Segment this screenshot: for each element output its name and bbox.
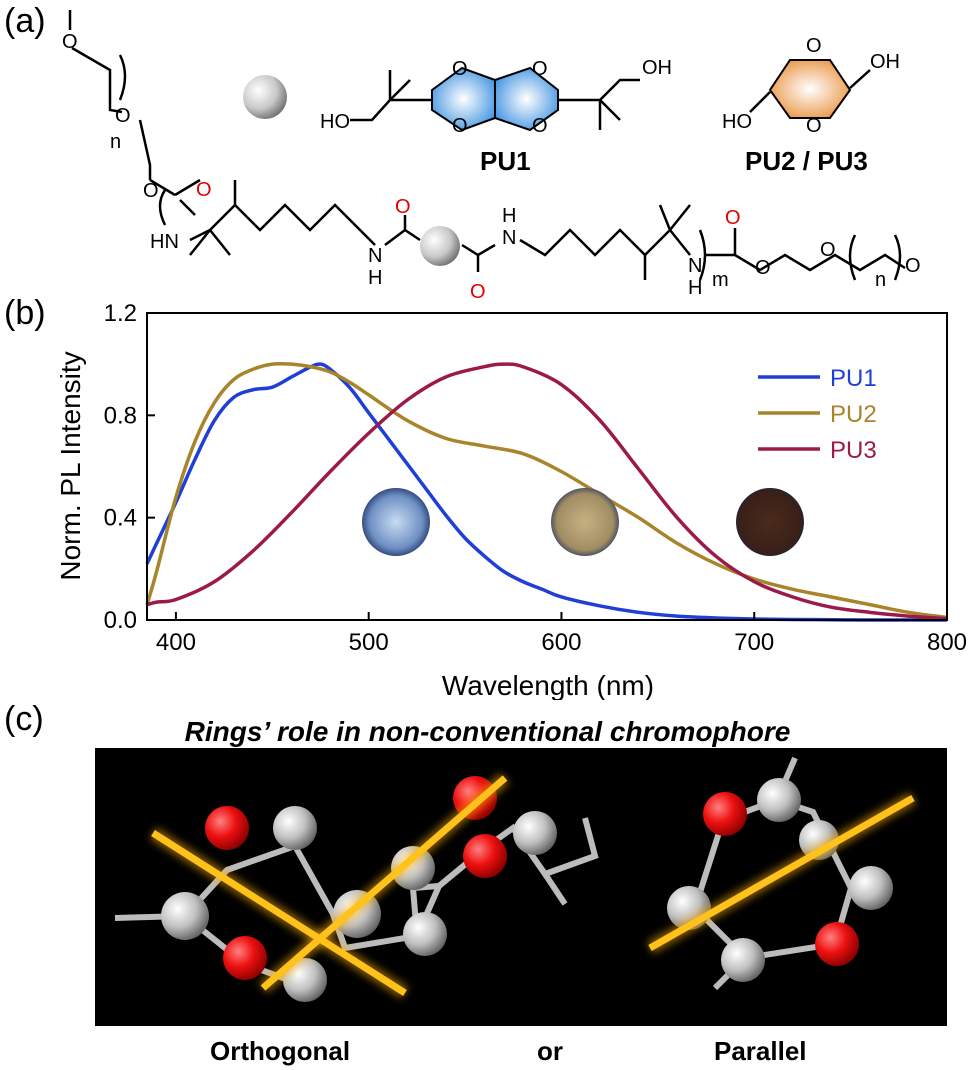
render-background [95,748,947,1026]
atom-o-terminal: O [905,255,921,277]
atom-n-peg: n [110,131,121,153]
panel-c-title: Rings’ role in non-conventional chromoph… [184,716,791,747]
orthogonal-plane-lines [149,772,510,999]
x-tick-label: 400 [156,629,196,656]
carbonyl-o-4: O [725,207,741,229]
pu2-pu3-structure: O O OH HO [722,35,900,137]
atom-hn: HN [150,231,179,253]
panel-a-structures: O O n O O O O O HO OH PU1 O O OH HO PU2 … [62,10,921,300]
series-line-pu2 [145,361,948,620]
pu1-o1: O [452,58,468,80]
pu2-oh: OH [870,51,900,73]
atom-o-peg1: O [62,31,78,53]
atom-n-3: N [688,255,702,277]
legend-label-pu3: PU3 [830,437,877,464]
atom-n-1: N [368,245,382,267]
parallel-plane-line [646,791,917,955]
y-tick-label: 0.8 [104,402,137,429]
carbonyl-o-2: O [395,196,411,218]
y-axis-title: Norm. PL Intensity [55,351,86,580]
carbonyl-o-3: O [470,281,486,300]
caption-orthogonal: Orthogonal [210,1036,351,1066]
pu1-o3: O [532,58,548,80]
series-line-pu3 [146,362,948,621]
y-tick-label: 1.2 [104,300,137,327]
atom-o-ester-left: O [143,180,159,202]
panel-label-b: (b) [4,294,46,332]
sphere-placeholder-icon [420,226,460,266]
pu3-powder-photo [736,488,804,556]
sphere-placeholder-icon [243,75,287,119]
pu1-o2: O [452,115,468,137]
legend-label-pu2: PU2 [830,401,877,428]
panel-label-a: (a) [4,2,46,40]
pu1-o4: O [532,115,548,137]
y-tick-label: 0.4 [104,505,137,532]
x-tick-label: 700 [734,629,774,656]
pu1-label: PU1 [480,146,531,176]
pu1-oh: OH [642,57,672,79]
legend-label-pu1: PU1 [830,365,877,392]
atom-h-1: H [368,267,382,289]
atom-o-peg-right: O [820,239,836,261]
pu1-structure: O O O O HO OH [320,57,672,137]
pu1-powder-photo [362,488,430,556]
carbonyl-o-1: O [196,179,212,201]
plot-frame [146,312,948,621]
atom-n-2: N [502,227,516,249]
caption-or: or [537,1036,563,1066]
x-tick-label: 500 [349,629,389,656]
y-tick-label: 0.0 [104,607,137,634]
series-line-pu1 [145,362,947,622]
peg-chain-left [68,10,176,226]
pu2-ho: HO [722,111,752,133]
x-tick-label: 600 [541,629,581,656]
polymer-backbone [174,178,906,281]
atom-o-peg2: O [115,105,131,127]
ring-orientation-render [95,748,947,1026]
x-tick-label: 800 [927,629,967,656]
pu2-o2: O [806,115,822,137]
caption-parallel: Parallel [714,1036,807,1066]
atom-o-ester-right: O [755,257,771,279]
pu2-powder-photo [551,488,619,556]
pu2-o1: O [806,35,822,57]
panel-label-c: (c) [4,700,44,738]
atom-n-peg-right: n [875,269,886,291]
pu1-ho: HO [320,111,350,133]
x-axis-title: Wavelength (nm) [442,670,654,700]
pu2-pu3-label: PU2 / PU3 [745,146,868,176]
atom-m: m [712,269,729,291]
atom-h-3: H [688,277,702,299]
atom-h-2: H [502,205,516,227]
